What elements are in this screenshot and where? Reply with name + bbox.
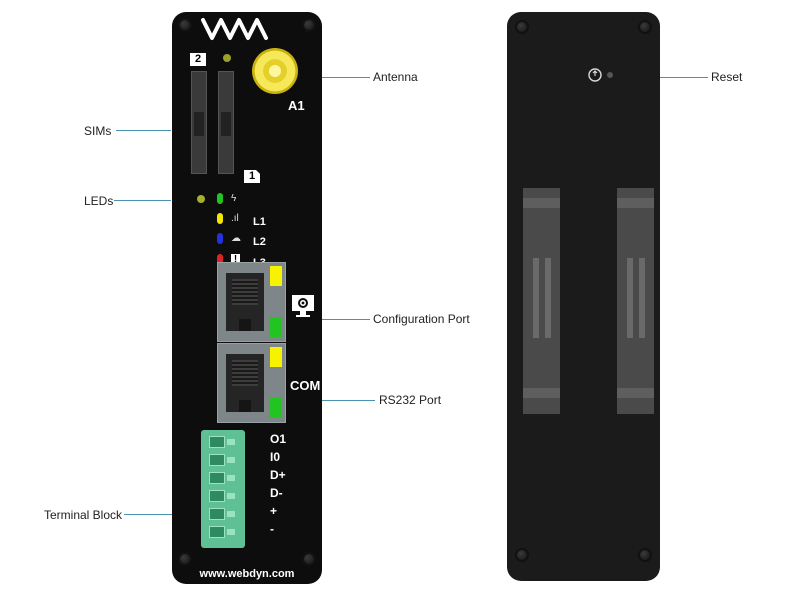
screw-icon <box>515 548 529 562</box>
terminal-pin[interactable] <box>209 472 235 484</box>
terminal-leader <box>124 514 172 515</box>
status-led-1 <box>217 193 223 204</box>
terminal-label: - <box>270 522 274 536</box>
screw-icon <box>638 548 652 562</box>
screw-icon <box>515 20 529 34</box>
sim2-badge: 2 <box>190 53 206 66</box>
din-rail-clip-left <box>523 188 560 414</box>
screw-icon <box>638 20 652 34</box>
terminal-label: D- <box>270 486 283 500</box>
antenna-leader <box>322 77 370 78</box>
reset-icon <box>588 68 602 82</box>
status-led-icon <box>223 54 231 62</box>
status-led-3 <box>217 233 223 244</box>
port-activity-led-icon <box>270 266 282 286</box>
terminal-pin[interactable] <box>209 526 235 538</box>
status-led-4 <box>217 254 223 265</box>
device-back <box>507 12 660 581</box>
port-activity-led-icon <box>270 347 282 367</box>
antenna-callout: Antenna <box>373 70 418 84</box>
terminal-pin[interactable] <box>209 508 235 520</box>
din-rail-clip-right <box>617 188 654 414</box>
terminal-label: + <box>270 504 278 518</box>
monitor-settings-icon <box>292 295 314 317</box>
signal-icon: .ıl <box>231 213 239 224</box>
screw-icon <box>178 18 192 32</box>
sim-slot-1[interactable] <box>218 71 234 174</box>
config-callout: Configuration Port <box>373 312 470 326</box>
led-label-l2: L2 <box>253 236 266 248</box>
rs232-port[interactable] <box>217 343 286 423</box>
reset-button[interactable] <box>607 72 613 78</box>
configuration-port[interactable] <box>217 262 286 342</box>
antenna-label: A1 <box>288 98 305 113</box>
leds-leader <box>114 200 171 201</box>
terminal-label: I0 <box>270 450 281 464</box>
terminal-pin[interactable] <box>209 454 235 466</box>
cloud-icon: ☁ <box>231 233 241 244</box>
terminal-pin[interactable] <box>209 436 235 448</box>
reset-callout: Reset <box>711 70 743 84</box>
led-label-l1: L1 <box>253 216 266 228</box>
terminal-label: D+ <box>270 468 286 482</box>
terminal-callout: Terminal Block <box>44 508 123 522</box>
screw-icon <box>178 552 192 566</box>
sims-callout: SIMs <box>84 124 112 138</box>
screw-icon <box>302 18 316 32</box>
sim-slot-2[interactable] <box>191 71 207 174</box>
port-link-led-icon <box>270 317 282 337</box>
sim1-badge: 1 <box>244 170 260 183</box>
reset-leader <box>660 77 708 78</box>
leds-callout: LEDs <box>84 194 114 208</box>
status-led-2 <box>217 213 223 224</box>
ambient-led-icon <box>197 195 205 203</box>
alert-icon: ! <box>231 254 240 265</box>
rs232-leader <box>322 400 375 401</box>
com-label: COM <box>290 378 321 393</box>
sims-leader <box>116 130 171 131</box>
terminal-block[interactable] <box>201 430 245 548</box>
rs232-callout: RS232 Port <box>379 393 442 407</box>
port-link-led-icon <box>270 398 282 418</box>
config-leader <box>322 319 370 320</box>
power-icon: ϟ <box>231 193 237 204</box>
brand-logo <box>201 18 268 40</box>
antenna-connector-icon <box>252 48 298 94</box>
website-url: www.webdyn.com <box>199 568 295 580</box>
terminal-label: O1 <box>270 432 287 446</box>
terminal-pin[interactable] <box>209 490 235 502</box>
screw-icon <box>302 552 316 566</box>
